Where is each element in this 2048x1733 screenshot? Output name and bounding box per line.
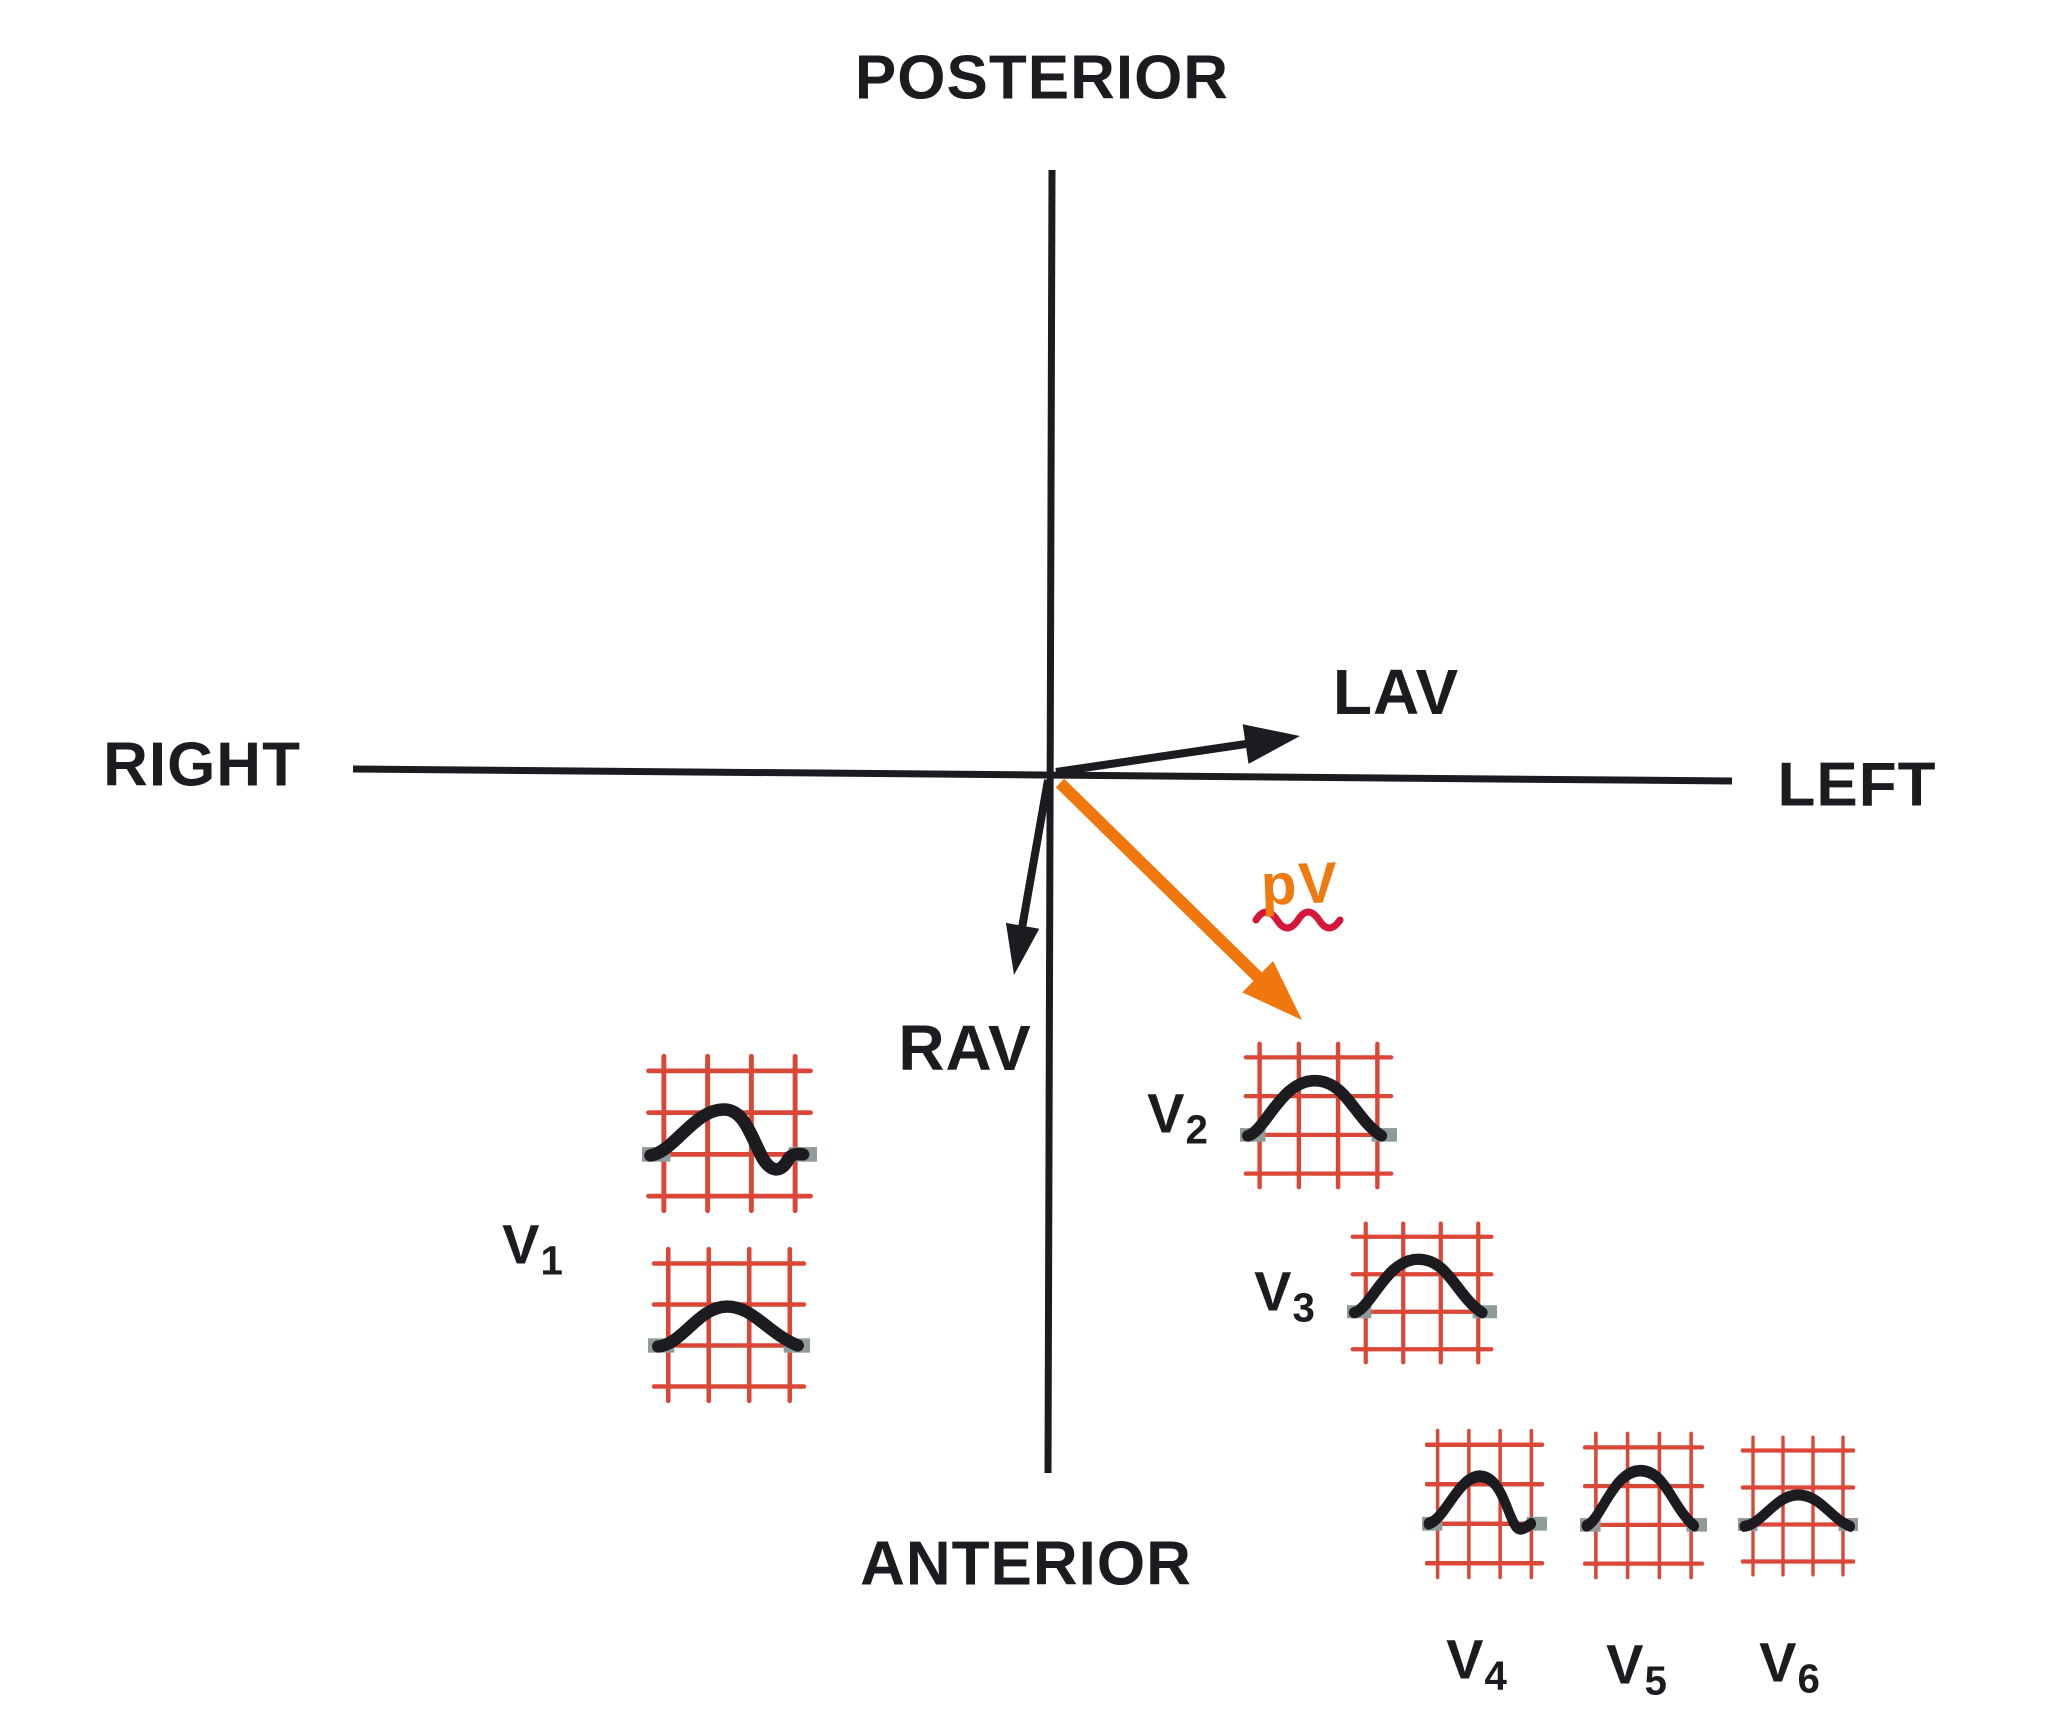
- v5-label: V5: [1606, 1632, 1668, 1704]
- ecg-waveform-v4: [1423, 1470, 1537, 1535]
- v1-label: V1: [502, 1212, 564, 1284]
- right-label: RIGHT: [103, 730, 301, 800]
- ecg-waveform-v1: [652, 1300, 804, 1353]
- ecg-grid: [1740, 1435, 1856, 1577]
- left-label: LEFT: [1777, 750, 1937, 820]
- anterior-label: ANTERIOR: [860, 1529, 1192, 1599]
- ecg-grid: [651, 1246, 807, 1404]
- ecg-grid: [1582, 1431, 1705, 1580]
- ecg-thumbnail-v4: [1422, 1425, 1547, 1583]
- ecg-grid: [1243, 1041, 1394, 1190]
- lav-arrow: [1055, 724, 1300, 776]
- rav-arrow: [1005, 779, 1052, 975]
- v6-label: V6: [1759, 1630, 1821, 1702]
- right-left-axis: [352, 765, 1733, 785]
- ecg-waveform-v1: [644, 1103, 810, 1176]
- v4-label: V4: [1446, 1627, 1508, 1699]
- posterior-anterior-axis: [1044, 169, 1056, 1474]
- ecg-thumbnail-v1-upper: [642, 1050, 817, 1217]
- ecg-waveform-v5: [1581, 1464, 1700, 1532]
- v3-label: V3: [1254, 1259, 1316, 1331]
- ecg-waveform-v3: [1348, 1253, 1488, 1319]
- ecg-thumbnail-v2: [1240, 1038, 1397, 1193]
- ecg-thumbnail-v5: [1580, 1428, 1707, 1583]
- rav-label: RAV: [898, 1012, 1032, 1084]
- posterior-label: POSTERIOR: [854, 43, 1230, 113]
- v2-label: V2: [1147, 1081, 1209, 1153]
- ecg-thumbnail-v3: [1347, 1218, 1497, 1368]
- ecg-grid: [1350, 1221, 1494, 1365]
- pv-label: pV: [1259, 850, 1341, 918]
- ecg-thumbnail-v6: [1738, 1432, 1858, 1580]
- pv-arrow: [1055, 778, 1302, 1020]
- ecg-thumbnail-v1-lower: [648, 1243, 810, 1407]
- ecg-grid: [646, 1053, 813, 1214]
- ecg-waveform-v2: [1241, 1074, 1388, 1142]
- pv-underline-squiggle: [1252, 908, 1344, 932]
- lav-label: LAV: [1332, 656, 1460, 728]
- ecg-waveform-v6: [1739, 1489, 1855, 1532]
